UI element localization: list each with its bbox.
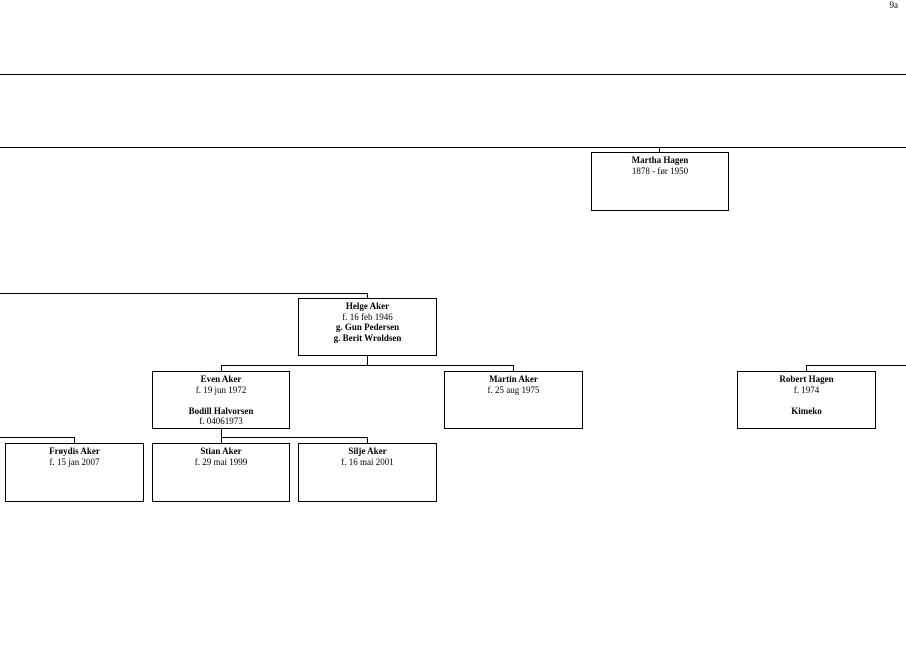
person-note: Kimeko <box>791 405 822 416</box>
person-card-helge-aker[interactable]: Helge Aker f. 16 feb 1946 g. Gun Pederse… <box>298 298 437 356</box>
connector-froydis-branch <box>0 437 75 438</box>
spacer <box>738 395 875 406</box>
partner-name: Bodill Halvorsen <box>188 405 254 416</box>
connector-helge-up <box>367 293 368 299</box>
separator-line-top <box>0 74 906 75</box>
connector-martha-up <box>659 147 660 153</box>
person-card-robert-hagen[interactable]: Robert Hagen f. 1974 Kimeko <box>737 371 876 429</box>
person-name: Silje Aker <box>348 446 387 456</box>
connector-silje-up <box>367 437 368 444</box>
person-birth: f. 29 mai 1999 <box>194 456 248 467</box>
connector-martin-up <box>513 365 514 372</box>
connector-helge-branch <box>0 293 368 294</box>
person-name: Robert Hagen <box>779 374 834 384</box>
person-card-froydis-aker[interactable]: Frøydis Aker f. 15 jan 2007 <box>5 443 144 502</box>
connector-stian-up <box>221 437 222 444</box>
person-card-martha-hagen[interactable]: Martha Hagen 1878 - før 1950 <box>591 152 729 211</box>
person-birth: f. 25 aug 1975 <box>487 384 540 395</box>
person-spouse: g. Berit Wroldsen <box>333 332 402 343</box>
connector-even-up <box>221 365 222 372</box>
person-card-martin-aker[interactable]: Martin Aker f. 25 aug 1975 <box>444 371 583 429</box>
person-birth: f. 16 feb 1946 <box>342 311 393 322</box>
connector-helge-down <box>367 355 368 366</box>
person-birth: f. 15 jan 2007 <box>49 456 100 467</box>
connector-helge-children <box>221 365 514 366</box>
connector-even-down <box>221 428 222 438</box>
person-dates: 1878 - før 1950 <box>631 165 689 176</box>
person-name: Frøydis Aker <box>49 446 100 456</box>
connector-robert-up <box>806 365 807 372</box>
person-card-silje-aker[interactable]: Silje Aker f. 16 mai 2001 <box>298 443 437 502</box>
person-name: Martha Hagen <box>631 155 689 165</box>
person-birth: f. 19 jun 1972 <box>195 384 247 395</box>
separator-line-middle <box>0 147 906 148</box>
person-card-stian-aker[interactable]: Stian Aker f. 29 mai 1999 <box>152 443 290 502</box>
spacer <box>153 395 289 406</box>
person-card-even-aker[interactable]: Even Aker f. 19 jun 1972 Bodill Halvorse… <box>152 371 290 429</box>
person-birth: f. 1974 <box>793 384 820 395</box>
person-name: Even Aker <box>200 374 242 384</box>
person-spouse: g. Gun Pedersen <box>335 322 400 332</box>
partner-birth: f. 04061973 <box>199 416 243 426</box>
connector-froydis-up <box>74 437 75 444</box>
person-name: Stian Aker <box>200 446 242 456</box>
connector-robert-branch <box>806 365 906 366</box>
connector-even-children <box>221 437 368 438</box>
person-name: Martin Aker <box>489 374 538 384</box>
page-number: 9a <box>889 0 899 10</box>
person-name: Helge Aker <box>345 301 390 311</box>
person-birth: f. 16 mai 2001 <box>341 456 394 467</box>
